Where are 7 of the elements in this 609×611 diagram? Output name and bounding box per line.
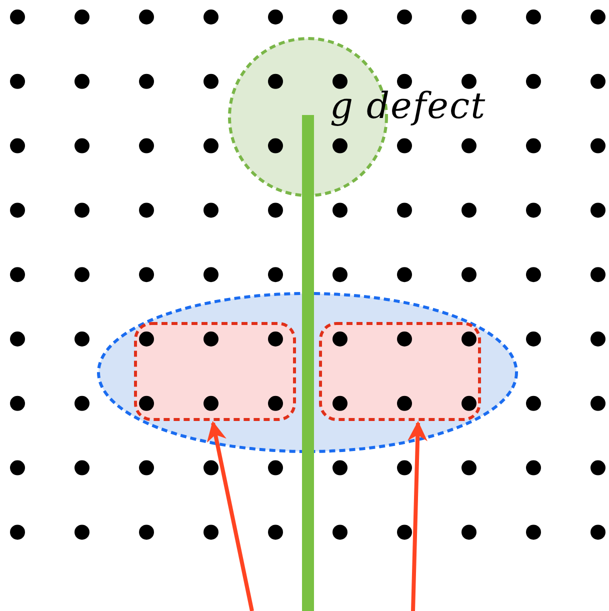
dashed-rounded-box xyxy=(319,322,481,421)
defect-line xyxy=(302,115,314,611)
arrow xyxy=(206,421,254,611)
defect-label: g defect xyxy=(330,86,486,127)
dashed-ellipse xyxy=(97,292,518,453)
dashed-rounded-box xyxy=(134,322,296,421)
arrow xyxy=(408,421,428,611)
